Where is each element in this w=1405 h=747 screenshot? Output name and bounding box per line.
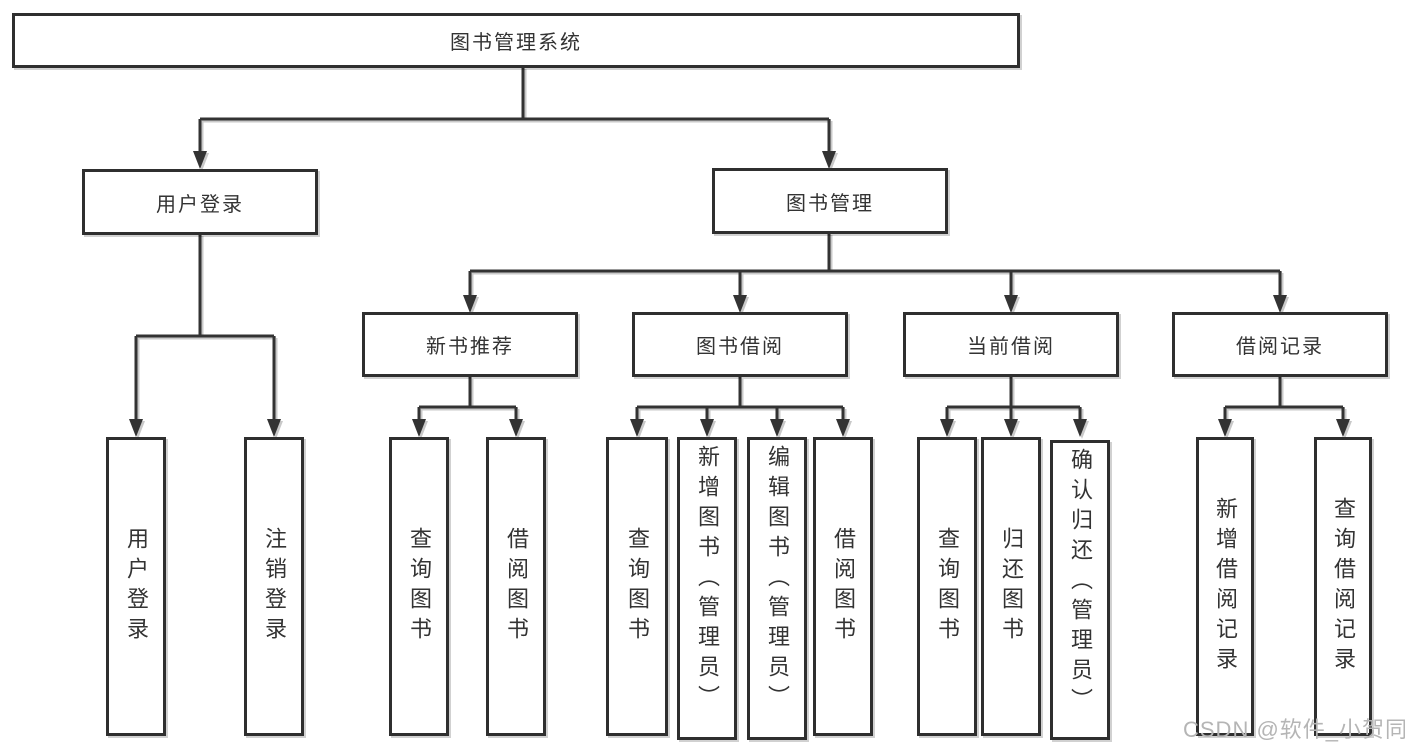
leaf-bb-query-book: 查询图书: [606, 437, 668, 736]
node-book-management: 图书管理: [712, 168, 948, 234]
leaf-cb-return-book: 归还图书: [981, 437, 1041, 736]
leaf-nbr-query-book: 查询图书: [389, 437, 449, 736]
leaf-user-login: 用户登录: [106, 437, 166, 736]
csdn-watermark: CSDN @软件_小贺同学: [1183, 717, 1405, 742]
leaf-bb-edit-book-admin: 编辑图书（管理员）: [747, 437, 807, 740]
node-new-book-recommend: 新书推荐: [362, 312, 578, 377]
leaf-br-query-record: 查询借阅记录: [1314, 437, 1372, 736]
leaf-cb-confirm-return-admin: 确认归还（管理员）: [1050, 440, 1110, 740]
node-current-borrow: 当前借阅: [903, 312, 1119, 377]
node-borrow-record: 借阅记录: [1172, 312, 1388, 377]
leaf-br-add-record: 新增借阅记录: [1196, 437, 1254, 736]
node-library-management-system: 图书管理系统: [12, 13, 1020, 68]
node-user-login: 用户登录: [82, 169, 318, 235]
leaf-cb-query-book: 查询图书: [917, 437, 977, 736]
node-book-borrow: 图书借阅: [632, 312, 848, 377]
leaf-logout-login: 注销登录: [244, 437, 304, 736]
leaf-bb-add-book-admin: 新增图书（管理员）: [677, 437, 737, 740]
leaf-nbr-borrow-book: 借阅图书: [486, 437, 546, 736]
leaf-bb-borrow-book: 借阅图书: [813, 437, 873, 736]
